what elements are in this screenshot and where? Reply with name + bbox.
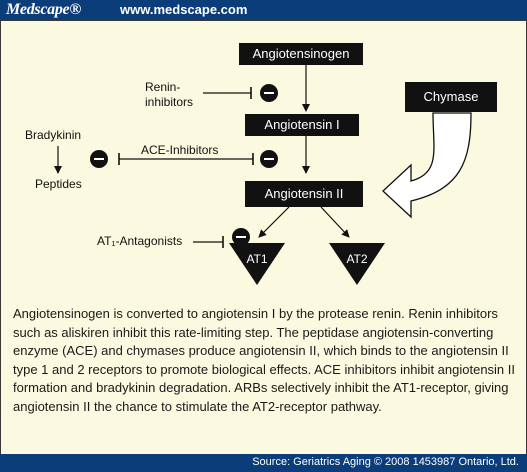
node-chymase: Chymase — [405, 82, 497, 112]
diagram-connectors — [54, 65, 472, 285]
figure-panel: Angiotensinogen Angiotensin I Angiotensi… — [0, 20, 527, 455]
node-angiotensin-i: Angiotensin I — [245, 114, 359, 136]
label-at2: AT2 — [346, 252, 368, 266]
arrow-angiotensin-ii-to-at2 — [320, 206, 350, 238]
figure-caption: Angiotensinogen is converted to angioten… — [13, 306, 515, 414]
at2-receptor-shape — [329, 243, 385, 285]
label-peptides: Peptides — [35, 177, 82, 191]
medscape-logo[interactable]: Medscape® — [6, 1, 82, 18]
site-url[interactable]: www.medscape.com — [120, 2, 248, 17]
node-angiotensin-ii: Angiotensin II — [245, 181, 363, 207]
raas-diagram: Angiotensinogen Angiotensin I Angiotensi… — [1, 21, 526, 301]
footer-bar: Source: Geriatrics Aging © 2008 1453987 … — [0, 454, 527, 472]
label-at1-antagonists: AT₁-Antagonists — [97, 234, 183, 248]
label-bradykinin: Bradykinin — [25, 128, 82, 142]
label-ace-inhibitors: ACE-Inhibitors — [141, 143, 219, 157]
label-renin-inhibitors-1: Renin- — [145, 80, 181, 94]
arrow-angiotensin-ii-to-at1 — [258, 206, 290, 238]
source-credit: Source: Geriatrics Aging © 2008 1453987 … — [252, 456, 519, 468]
label-at1: AT1 — [246, 252, 268, 266]
node-angiotensinogen: Angiotensinogen — [239, 43, 363, 65]
label-renin-inhibitors-2: inhibitors — [145, 95, 194, 109]
header-bar: Medscape® www.medscape.com — [0, 0, 527, 20]
chymase-arrow — [382, 112, 472, 219]
at1-receptor-shape — [229, 243, 285, 285]
